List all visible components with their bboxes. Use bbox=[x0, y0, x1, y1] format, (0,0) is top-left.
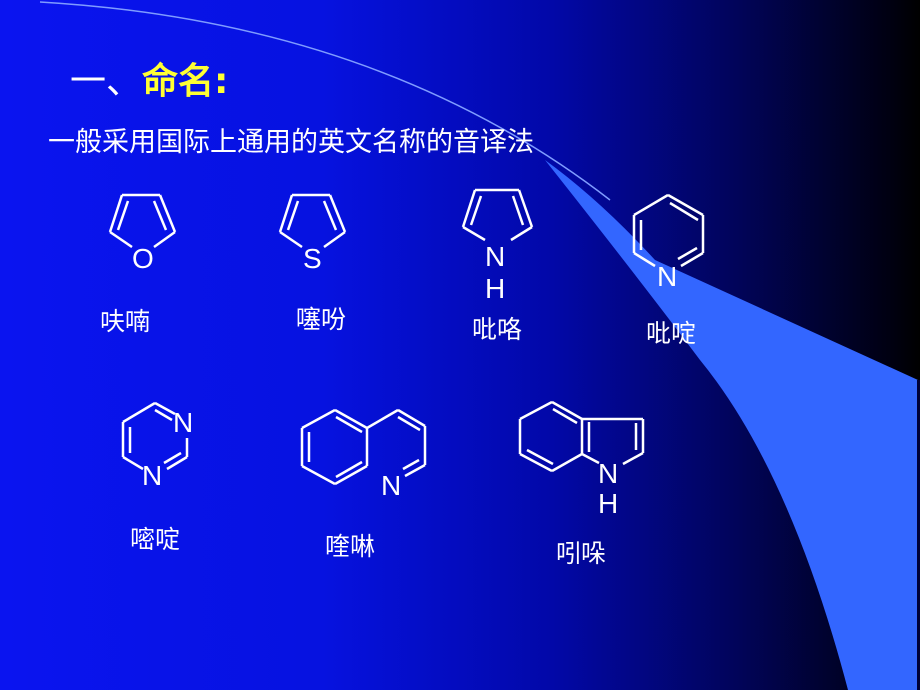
atom-label: S bbox=[303, 243, 322, 274]
pyridine-structure-icon: N bbox=[632, 193, 705, 292]
title-prefix: 一、 bbox=[70, 61, 143, 102]
compound-name-thiophene: 噻吩 bbox=[296, 305, 347, 334]
furan-structure-icon: O bbox=[108, 193, 177, 274]
atom-label: H bbox=[598, 488, 618, 519]
compound-name-furan: 呋喃 bbox=[100, 307, 151, 336]
atom-label: N bbox=[657, 261, 677, 292]
atom-label: H bbox=[485, 273, 505, 304]
slide-subtitle: 一般采用国际上通用的英文名称的音译法 bbox=[48, 127, 534, 158]
pyrimidine-structure-icon: N N bbox=[121, 401, 193, 491]
compound-name-pyridine: 吡啶 bbox=[646, 319, 697, 348]
thiophene-structure-icon: S bbox=[278, 193, 347, 274]
slide-title: 一、命名: bbox=[70, 52, 228, 104]
compound-name-quinoline: 喹啉 bbox=[325, 532, 376, 561]
atom-label: N bbox=[598, 458, 618, 489]
title-highlight: 命名: bbox=[142, 61, 229, 102]
indole-structure-icon: N H bbox=[518, 400, 645, 519]
pyrrole-structure-icon: N H bbox=[461, 188, 534, 304]
atom-label: N bbox=[142, 460, 162, 491]
atom-label: O bbox=[132, 243, 154, 274]
atom-label: N bbox=[173, 407, 193, 438]
quinoline-structure-icon: N bbox=[300, 408, 427, 501]
atom-label: N bbox=[381, 470, 401, 501]
atom-label: N bbox=[485, 241, 505, 272]
compound-name-pyrimidine: 嘧啶 bbox=[130, 525, 181, 554]
compound-name-indole: 吲哚 bbox=[556, 539, 607, 568]
compound-name-pyrrole: 吡咯 bbox=[472, 315, 523, 344]
